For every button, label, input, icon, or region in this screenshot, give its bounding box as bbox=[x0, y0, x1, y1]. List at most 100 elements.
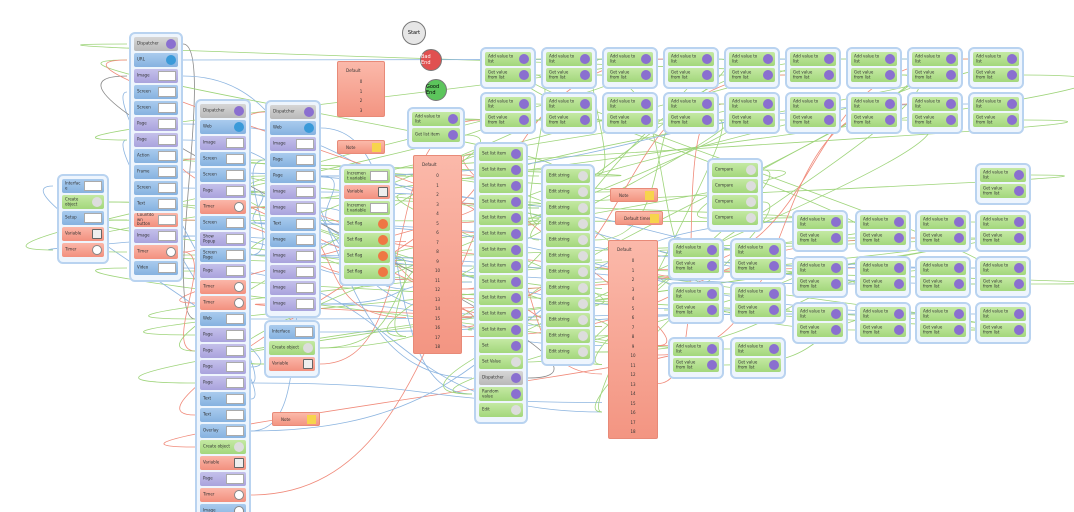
node-item[interactable]: Get value from list bbox=[546, 113, 592, 127]
note-node[interactable]: Default timer bbox=[615, 211, 663, 225]
node-item[interactable]: Add value to list bbox=[851, 52, 897, 66]
node-item[interactable]: Edit bbox=[479, 403, 523, 417]
node-item[interactable]: Get value from list bbox=[851, 68, 897, 82]
node-item[interactable]: Get value from list bbox=[546, 68, 592, 82]
node-item[interactable]: Image bbox=[134, 69, 178, 83]
node-item[interactable]: Add value to list bbox=[412, 112, 460, 126]
node-item[interactable]: Add value to list bbox=[797, 215, 843, 229]
node-item[interactable]: Compare bbox=[712, 195, 758, 209]
node-item[interactable]: Edit string bbox=[546, 217, 590, 231]
node-item[interactable]: Get value from list bbox=[735, 259, 781, 273]
node-item[interactable]: Get value from list bbox=[860, 231, 906, 245]
node-item[interactable]: Image bbox=[270, 201, 316, 215]
node-item[interactable]: Create object bbox=[269, 341, 315, 355]
node-item[interactable]: Add value to list bbox=[790, 97, 836, 111]
node-item[interactable]: Interface bbox=[62, 179, 104, 193]
node-item[interactable]: Image bbox=[270, 137, 316, 151]
node-item[interactable]: Set list item bbox=[479, 227, 523, 241]
node-item[interactable]: Set flag bbox=[344, 265, 390, 279]
node-item[interactable]: Add value to list bbox=[668, 97, 714, 111]
node-item[interactable]: Timer bbox=[134, 245, 178, 259]
node-item[interactable]: Add value to list bbox=[673, 342, 719, 356]
node-item[interactable]: Setup bbox=[62, 211, 104, 225]
node-item[interactable]: Add value to list bbox=[546, 52, 592, 66]
node-item[interactable]: Image bbox=[270, 233, 316, 247]
node-item[interactable]: Add value to list bbox=[920, 261, 966, 275]
node-item[interactable]: Get value from list bbox=[790, 113, 836, 127]
node-item[interactable]: Add value to list bbox=[485, 97, 531, 111]
note-node[interactable]: Note bbox=[337, 140, 385, 154]
node-item[interactable]: Page bbox=[200, 328, 246, 342]
node-item[interactable]: Dispatcher bbox=[200, 104, 246, 118]
node-item[interactable]: Set flag bbox=[344, 249, 390, 263]
node-item[interactable]: Page bbox=[200, 360, 246, 374]
node-item[interactable]: Image bbox=[270, 265, 316, 279]
node-item[interactable]: Set list item bbox=[479, 195, 523, 209]
node-item[interactable]: Set list item bbox=[479, 179, 523, 193]
node-item[interactable]: Get value from list bbox=[668, 68, 714, 82]
node-item[interactable]: Interface bbox=[269, 325, 315, 339]
node-item[interactable]: Get value from list bbox=[860, 323, 906, 337]
node-item[interactable]: Edit string bbox=[546, 201, 590, 215]
node-item[interactable]: Variable bbox=[344, 185, 390, 199]
node-item[interactable]: Image bbox=[270, 185, 316, 199]
node-item[interactable]: Get value from list bbox=[735, 303, 781, 317]
node-item[interactable]: Set list item bbox=[479, 163, 523, 177]
node-item[interactable]: Add value to list bbox=[735, 342, 781, 356]
node-item[interactable]: Edit string bbox=[546, 233, 590, 247]
node-item[interactable]: Edit string bbox=[546, 249, 590, 263]
node-item[interactable]: Variable bbox=[200, 456, 246, 470]
node-item[interactable]: Timer bbox=[200, 200, 246, 214]
node-item[interactable]: Get value from list bbox=[673, 259, 719, 273]
node-item[interactable]: Screen Page bbox=[200, 248, 246, 262]
node-item[interactable]: Page bbox=[200, 264, 246, 278]
node-item[interactable]: Get value from list bbox=[980, 277, 1026, 291]
node-item[interactable]: Get value from list bbox=[673, 303, 719, 317]
node-item[interactable]: Add value to list bbox=[980, 215, 1026, 229]
node-item[interactable]: Countdown button bbox=[134, 213, 178, 227]
node-item[interactable]: Add value to list bbox=[980, 261, 1026, 275]
node-item[interactable]: Add value to list bbox=[729, 97, 775, 111]
node-item[interactable]: Page bbox=[270, 169, 316, 183]
node-item[interactable]: Timer bbox=[200, 488, 246, 502]
node-item[interactable]: Add value to list bbox=[790, 52, 836, 66]
node-item[interactable]: Get value from list bbox=[851, 113, 897, 127]
node-item[interactable]: Timer bbox=[200, 296, 246, 310]
node-item[interactable]: Add value to list bbox=[860, 261, 906, 275]
node-item[interactable]: Increment variable bbox=[344, 169, 390, 183]
node-item[interactable]: Add value to list bbox=[912, 97, 958, 111]
node-item[interactable]: Get value from list bbox=[607, 68, 653, 82]
node-item[interactable]: Screen bbox=[200, 168, 246, 182]
node-item[interactable]: Image bbox=[200, 504, 246, 512]
node-item[interactable]: Variable bbox=[62, 227, 104, 241]
node-item[interactable]: Set bbox=[479, 339, 523, 353]
node-item[interactable]: Get list item bbox=[412, 128, 460, 142]
node-item[interactable]: Action bbox=[134, 149, 178, 163]
node-item[interactable]: Timer bbox=[200, 280, 246, 294]
node-item[interactable]: Add value to list bbox=[912, 52, 958, 66]
node-item[interactable]: Edit string bbox=[546, 185, 590, 199]
node-item[interactable]: Get value from list bbox=[735, 358, 781, 372]
